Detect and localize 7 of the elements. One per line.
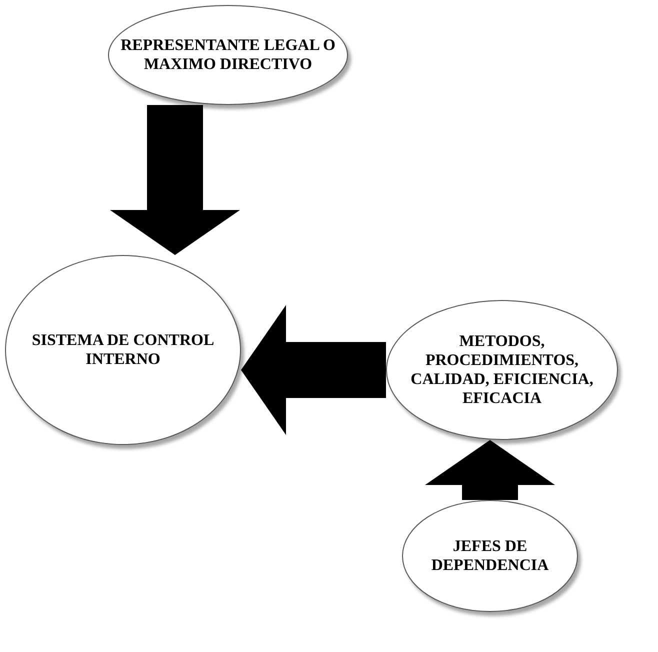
node-text: JEFES DE DEPENDENCIA [430, 536, 550, 576]
node-text: SISTEMA DE CONTROL INTERNO [30, 330, 216, 370]
block-arrow [241, 305, 386, 435]
block-arrow [425, 440, 555, 500]
node-text: REPRESENTANTE LEGAL O MAXIMO DIRECTIVO [120, 36, 336, 74]
block-arrow [110, 105, 240, 255]
node-text: METODOS, PROCEDIMIENTOS, CALIDAD, EFICIENCIA, EFICACIA [410, 332, 594, 408]
